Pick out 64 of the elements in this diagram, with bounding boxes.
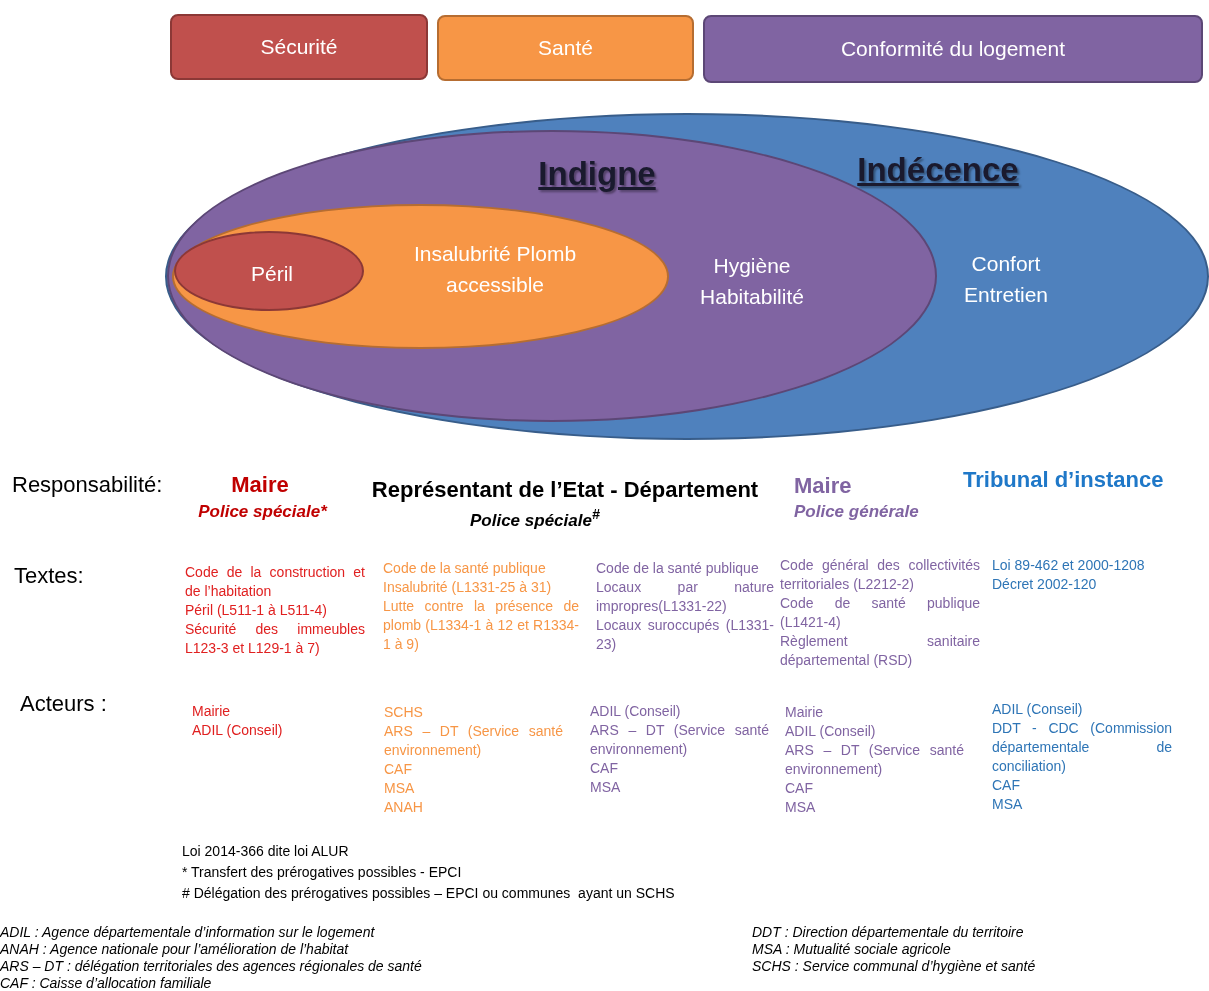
actor-name: ANAH [384,798,424,817]
police-type: Police spéciale* [197,502,329,522]
region-label: Confort Entretien [962,251,1050,308]
law-reference: Code de la santé publique [383,559,547,578]
actor-name: ADIL (Conseil) [590,702,682,721]
actor-name: SCHS [384,703,424,722]
authority-name: Tribunal d’instance [963,467,1165,493]
law-reference: Insalubrité (L1331-25 à 31) [383,578,553,597]
actor-name: CAF [992,776,1021,795]
actor-name: ADIL (Conseil) [785,722,877,741]
actor-name: DDT - CDC (Commission départementale de conciliation) [992,719,1172,776]
police-type: Police générale [794,502,920,522]
category-box: Santé [437,15,694,81]
glossary-entry: ADIL : Agence départementale d’information sur le logement [0,924,376,941]
actor-name: Mairie [192,702,232,721]
actor-name: CAF [785,779,814,798]
row-heading: Acteurs : [20,691,108,717]
footnote: # Délégation des prérogatives possibles – EPCI ou communes ayant un SCHS [182,884,676,903]
glossary-entry: ARS – DT : délégation territoriales des agences régionales de santé [0,958,423,975]
law-reference: Règlement sanitaire départemental (RSD) [780,632,980,670]
footnote: * Transfert des prérogatives possibles - EPCI [182,863,463,882]
law-reference: Décret 2002-120 [992,575,1098,594]
law-reference: Code de santé publique (L1421-4) [780,594,980,632]
region-label: Péril [250,260,294,287]
row-heading: Responsabilité: [12,472,164,498]
law-reference: Code de la construction et de l’habitation [185,563,365,601]
glossary-entry: SCHS : Service communal d’hygiène et santé [752,958,1037,975]
law-reference: Lutte contre la présence de plomb (L1334-1 à 12 et R1334-1 à 9) [383,597,579,654]
region-heading: Indigne [538,155,656,193]
footnote: Loi 2014-366 dite loi ALUR [182,842,350,861]
law-reference: Code de la santé publique [596,559,760,578]
region-label: Insalubrité Plomb accessible [412,241,578,298]
region-heading: Indécence [857,151,1019,189]
category-box: Conformité du logement [703,15,1203,83]
authority-name: Maire [794,473,853,499]
police-type: Police spéciale$^{#}$ [470,506,601,531]
authority-name: Représentant de l’Etat - Département [370,477,760,503]
actor-name: MSA [384,779,416,798]
actor-name: ADIL (Conseil) [192,721,284,740]
actor-name: ARS – DT (Service santé environnement) [590,721,769,759]
actor-name: ARS – DT (Service santé environnement) [384,722,563,760]
law-reference: Locaux suroccupés (L1331-23) [596,616,774,654]
glossary-entry: MSA : Mutualité sociale agricole [752,941,952,958]
actor-name: MSA [785,798,817,817]
law-reference: Locaux par nature impropres(L1331-22) [596,578,774,616]
actor-name: CAF [384,760,413,779]
law-reference: Loi 89-462 et 2000-1208 [992,556,1146,575]
authority-name: Maire [230,472,290,498]
row-heading: Textes: [14,563,85,589]
actor-name: MSA [590,778,622,797]
actor-name: Mairie [785,703,825,722]
actor-name: MSA [992,795,1024,814]
actor-name: CAF [590,759,619,778]
law-reference: Sécurité des immeubles L123-3 et L129-1 à 7) [185,620,365,658]
law-reference: Péril (L511-1 à L511-4) [185,601,328,620]
category-box: Sécurité [170,14,428,80]
actor-name: ADIL (Conseil) [992,700,1084,719]
ellipse-region [174,231,364,311]
glossary-entry: ANAH : Agence nationale pour l’amélioration de l’habitat [0,941,350,958]
glossary-entry: CAF : Caisse d’allocation familiale [0,975,213,991]
actor-name: ARS – DT (Service santé environnement) [785,741,964,779]
law-reference: Code général des collectivités territoriales (L2212-2) [780,556,980,594]
region-label: Hygiène Habitabilité [699,253,805,310]
glossary-entry: DDT : Direction départementale du territoire [752,924,1025,941]
